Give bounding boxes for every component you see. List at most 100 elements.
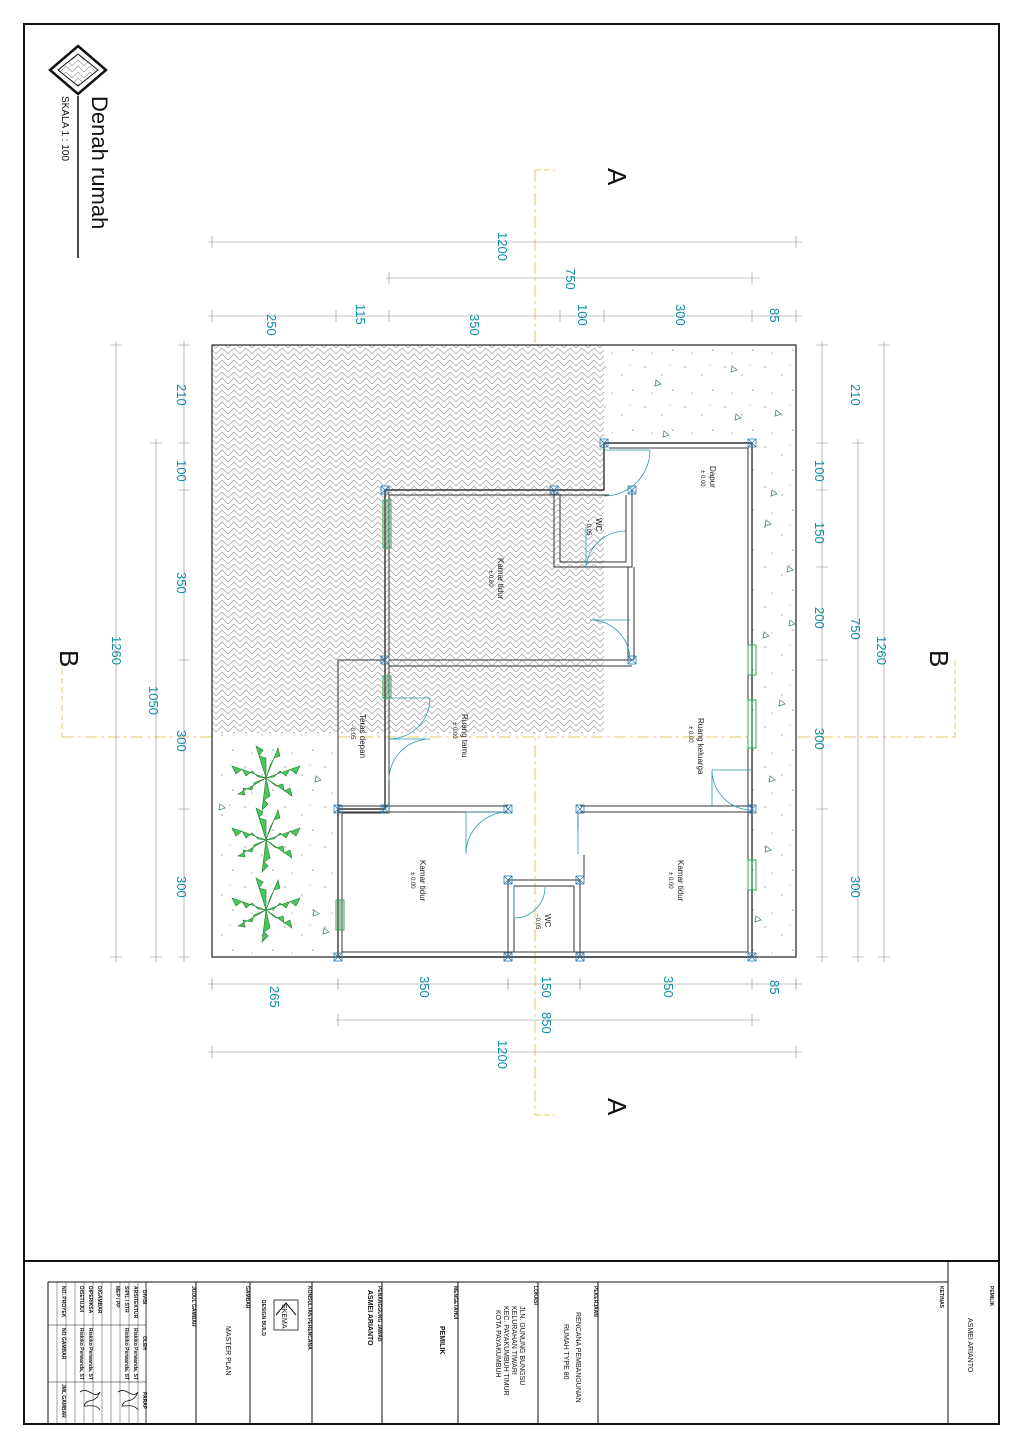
dim-bottom-sub: 850 [539,1012,554,1034]
sheet-border [23,23,1000,1425]
title-block-lokasi-line-3: KEC. PAYAKUMBUH TIMUR [502,1306,509,1396]
dim-top-total: 1200 [495,232,510,261]
dim-top-part-3: 100 [575,304,590,326]
dim-bottom-total: 1200 [495,1040,510,1069]
staff-header-oleh: OLEH [141,1336,147,1350]
room-level-wc-upper: - 0.05 [585,520,591,536]
dim-left-part-0: 210 [174,384,189,406]
room-label-dapur: Dapur [708,466,717,488]
title-block-penanggung-value: ASMEI ARIANTO [366,1290,373,1346]
staff-row-0-name: Riskiko Perwanda, ST [132,1328,138,1380]
site-plan [211,344,797,958]
dim-left-part-3: 300 [174,730,189,752]
staff-header-divisi: DIVISI [141,1290,147,1305]
room-level-ruang-keluarga: ± 0.00 [687,726,693,743]
room-level-dapur: ± 0.00 [699,470,705,487]
door-swings [388,449,753,919]
title-block [47,1261,949,1424]
paving-area [212,345,604,733]
dim-right-part-4: 300 [812,728,827,750]
title-block-gambar-value: MASTER PLAN [224,1326,231,1375]
signature-icon [79,1390,139,1411]
title-block-ket-label: KET/NAS [938,1286,944,1309]
dim-top-part-1: 115 [353,304,368,325]
title-block-lokasi-line-2: KELURAHAN TIWARI [510,1306,517,1375]
room-level-kamar-tidur-1: ± 0.00 [487,570,493,587]
room-label-kamar-tidur-2: Kamar tidur [418,860,427,902]
staff-row-0-role: ARSITEKTUR [132,1286,138,1319]
title-block-mengetahui-value: PEMILIK [438,1326,445,1354]
drawing-title: Denah rumah [87,96,112,229]
dim-bottom-part-3: 350 [661,976,676,998]
staff-row-1-name: Riskiko Perwanda, ST [123,1328,129,1380]
room-level-kamar-tidur-2: ± 0.00 [409,872,415,889]
dim-left-part-2: 350 [174,572,189,594]
title-block-logo-text: SKEMA [280,1304,287,1329]
dim-right-part-1: 100 [812,460,827,482]
garden-area-right [752,443,796,957]
title-block-lokasi-line-4: KOTA PAYAKUMBUH [494,1310,501,1378]
palm-tree-icon [231,877,301,943]
staff-row-1-role: SIPIL / STR [123,1286,129,1313]
room-level-kamar-tidur-3: ± 0.00 [667,872,673,889]
dim-top-sub: 750 [563,268,578,290]
section-mark-b-right: B [924,650,954,667]
staff-row-2-role: MEP / PP [114,1286,120,1308]
drawing-scale: SKALA 1 : 100 [59,96,70,161]
dim-bottom-part-1: 350 [417,976,432,998]
title-block-gambar-label: GAMBAR [244,1286,250,1309]
dim-right-total: 1260 [874,636,889,665]
dim-left-total: 1260 [109,636,124,665]
title-block-judul-label: JUDUL GAMBAR [190,1286,196,1327]
dim-top-part-2: 350 [467,314,482,336]
section-mark-b-left: B [54,650,84,667]
palm-tree-icon [231,745,301,811]
section-mark-a-bottom: A [602,1098,632,1116]
skema-logo-icon [273,1299,299,1331]
title-block-pemilik-label: PEMILIK [988,1286,994,1307]
dimension-lines [110,236,890,1058]
staff-row-3-role: DIGAMBAR [96,1286,102,1314]
title-block-logo-sub: DESIGN BUILD [260,1300,266,1336]
room-level-ruang-tamu: ± 0.00 [451,722,457,739]
room-label-ruang-keluarga: Ruang keluarga [696,718,705,775]
room-label-wc-upper: WC [594,518,603,532]
staff-row-5-name: Riskiko Perwanda, ST [78,1328,84,1380]
dim-bottom-part-0: 265 [267,986,282,1008]
staff-row-6-role: NO. PROYEK [60,1286,66,1318]
column-markers [333,438,757,962]
dim-right-part-2: 150 [812,522,827,544]
dim-right-part-0: 210 [848,384,863,406]
dim-right-part-3: 200 [812,607,827,629]
dim-right-sub: 750 [848,618,863,640]
windows [335,499,757,931]
room-label-kamar-tidur-3: Kamar tidur [676,860,685,902]
title-block-lokasi-label: LOKASI [532,1286,538,1306]
staff-row-4-name: Riskiko Perwanda, ST [87,1328,93,1380]
room-level-wc-lower: - 0.05 [534,914,540,930]
title-block-no-gambar: NO GAMBAR [60,1328,66,1360]
title-block-pemilik-value: ASMEI ARIANTO [966,1318,973,1373]
palm-tree-icon [231,807,301,873]
staff-header-paraf: PARAF [141,1392,147,1409]
staff-row-5-role: DISETUJUI [78,1286,84,1313]
dim-left-sub: 1050 [146,686,161,715]
dim-top-part-0: 250 [264,314,279,336]
room-level-teras-depan: - 0.05 [349,724,355,740]
dim-top-part-4: 300 [673,304,688,326]
room-label-kamar-tidur-1: Kamar tidur [496,558,505,600]
house-walls [337,442,753,958]
section-mark-a-top: A [602,168,632,186]
staff-row-4-role: DIPERIKSA [87,1286,93,1314]
dim-left-part-1: 100 [174,460,189,482]
title-block-pekerjaan-line-1: RENCANA PEMBANGUNAN [574,1312,581,1403]
north-arrow-icon [48,44,108,96]
room-label-ruang-tamu: Ruang tamu [460,714,469,758]
dim-right-part-5: 300 [848,876,863,898]
dim-top-part-5: 85 [767,308,782,322]
dim-bottom-part-4: 85 [767,980,782,994]
room-label-teras-depan: Teras depan [358,714,367,758]
title-block-penanggung-label: PENANGGUNG JAWAB [376,1286,382,1342]
title-block-pekerjaan-line-2: RUMAH TYPE 80 [562,1324,569,1380]
dim-left-part-4: 300 [174,876,189,898]
